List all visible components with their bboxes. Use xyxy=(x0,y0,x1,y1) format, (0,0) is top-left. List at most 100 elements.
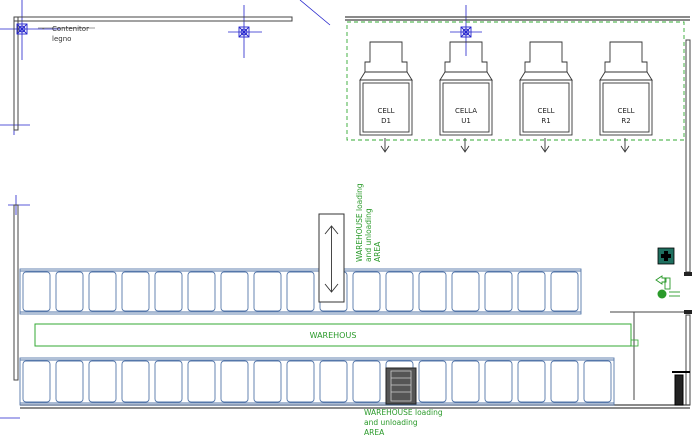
right-wall-upper xyxy=(685,39,691,273)
cell-transition xyxy=(359,71,413,81)
cell-body-inner xyxy=(362,82,410,133)
rack-bay xyxy=(484,271,513,312)
rack-bay xyxy=(517,271,546,312)
cell-transition xyxy=(439,71,493,81)
rack-bay xyxy=(22,271,51,312)
wall-mark xyxy=(684,272,692,276)
cell-body xyxy=(519,79,573,136)
racks-top xyxy=(19,268,582,315)
rack-bay xyxy=(418,271,447,312)
cell-top-block xyxy=(364,41,408,73)
rack-bay xyxy=(253,360,282,403)
rack-outline xyxy=(19,268,582,315)
racks-bottom xyxy=(19,357,615,406)
rack-bay xyxy=(583,360,612,403)
rack-bay xyxy=(550,271,579,312)
first-aid-icon xyxy=(657,247,675,265)
cell-output-arrowhead xyxy=(460,145,470,153)
cell-body-inner xyxy=(442,82,490,133)
cell-label-line1: CELL xyxy=(537,107,554,115)
rack-bay xyxy=(352,271,381,312)
rack-bay xyxy=(55,271,84,312)
wall-mark xyxy=(684,310,692,314)
rack-bay xyxy=(385,271,414,312)
forklift-body xyxy=(385,367,417,405)
cell-label-line1: CELLA xyxy=(455,107,477,115)
axis-lines xyxy=(0,0,482,419)
cell-body-inner xyxy=(602,82,650,133)
rack-bay xyxy=(154,360,183,403)
fire-alarm-markers xyxy=(16,23,472,38)
cell-label-line2: R1 xyxy=(541,117,550,125)
cell-label-line2: D1 xyxy=(381,117,391,125)
cell-body xyxy=(599,79,653,136)
rack-bay xyxy=(121,360,150,403)
cells-zone-boundary xyxy=(346,21,685,141)
rack-outline xyxy=(19,357,615,406)
fire-alarm-icon xyxy=(16,23,28,35)
cell-label-line2: U1 xyxy=(461,117,471,125)
top-wall xyxy=(13,16,293,22)
left-wall-lower xyxy=(13,204,19,381)
rack-bay xyxy=(484,360,513,403)
right-wall-markings xyxy=(684,272,692,314)
fire-alarm-icon xyxy=(460,26,472,38)
loading-bottom-line2: and unloading xyxy=(364,418,418,427)
cell-top-block xyxy=(524,41,568,73)
arrow-head-up xyxy=(324,225,339,235)
container-label-line1: Contenitor xyxy=(52,25,89,33)
loading-bottom-line1: WAREHOUSE loading xyxy=(364,408,443,417)
rack-bay xyxy=(253,271,282,312)
emergency-exit-icon xyxy=(655,275,680,299)
container-dash: - xyxy=(42,25,45,33)
loading-area-top xyxy=(318,213,345,303)
rack-bay xyxy=(88,271,117,312)
loading-area-top-text: WAREHOUSE loading and unloading AREA xyxy=(355,183,382,262)
rack-bay xyxy=(451,360,480,403)
cell-output-arrowhead xyxy=(620,145,630,153)
left-wall-upper xyxy=(13,16,19,131)
forklift-icon xyxy=(385,367,417,405)
cell-body-inner xyxy=(522,82,570,133)
rack-bay xyxy=(286,360,315,403)
warehouse-label: WAREHOUS xyxy=(310,331,357,340)
cell-top-block xyxy=(604,41,648,73)
rack-bay xyxy=(220,360,249,403)
rack-bay xyxy=(121,271,150,312)
walls xyxy=(13,16,691,409)
rack-bay xyxy=(55,360,84,403)
cell-body xyxy=(359,79,413,136)
rack-bay xyxy=(451,271,480,312)
loading-bottom-line3: AREA xyxy=(364,428,385,437)
cell-output-arrowhead xyxy=(540,145,550,153)
cell-unit: CELL R1 xyxy=(519,41,573,153)
cell-transition xyxy=(519,71,573,81)
rack-bay xyxy=(187,271,216,312)
rack-bay xyxy=(418,360,447,403)
cell-output-arrowhead xyxy=(380,145,390,153)
axis-line xyxy=(299,0,331,26)
cell-unit: CELLA U1 xyxy=(439,41,493,153)
rack-bay xyxy=(88,360,117,403)
rack-bay xyxy=(286,271,315,312)
container-label-line2: legno xyxy=(52,35,71,43)
cell-body xyxy=(439,79,493,136)
rack-bay xyxy=(319,360,348,403)
cell-label-line1: CELL xyxy=(377,107,394,115)
rack-bay xyxy=(517,360,546,403)
rack-bay xyxy=(550,360,579,403)
arrow-head-down xyxy=(324,283,339,293)
cell-unit: CELL D1 xyxy=(359,41,413,153)
cell-label-line1: CELL xyxy=(617,107,634,115)
rack-bay xyxy=(187,360,216,403)
loading-top-line3: AREA xyxy=(373,241,382,262)
rack-bay xyxy=(220,271,249,312)
door-frame xyxy=(674,374,684,406)
door xyxy=(672,371,690,406)
warehouse-zone-tab xyxy=(630,339,639,347)
rack-bay xyxy=(352,360,381,403)
cell-transition xyxy=(599,71,653,81)
